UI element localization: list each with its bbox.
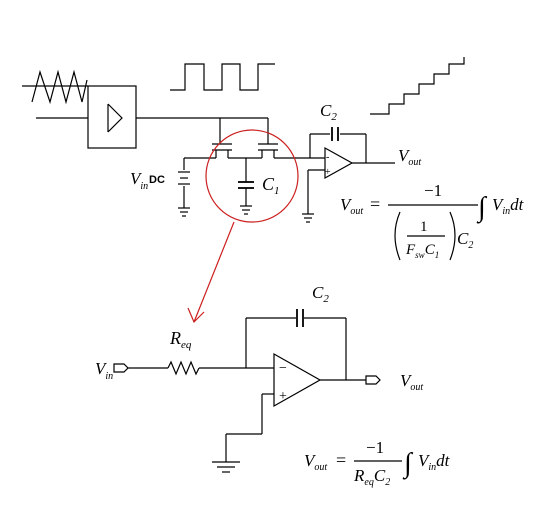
bottom-opamp-minus: − bbox=[279, 361, 287, 376]
bottom-eq-equals: = bbox=[336, 450, 346, 470]
label-vin-bottom: Vin bbox=[95, 359, 113, 382]
bottom-opamp-plus: + bbox=[279, 389, 287, 404]
bottom-eq-numerator: −1 bbox=[366, 438, 384, 457]
bottom-eq-lhs: Vout bbox=[304, 451, 327, 473]
top-eq-integrand: Vindt bbox=[492, 195, 525, 217]
highlight-arrow-line bbox=[193, 221, 235, 323]
top-eq-inner-numerator: 1 bbox=[420, 219, 428, 235]
bottom-eq-integral: ∫ bbox=[402, 448, 414, 480]
top-opamp-minus: - bbox=[326, 152, 329, 163]
label-req: Req bbox=[169, 328, 192, 351]
bottom-eq-denominator: ReqC2 bbox=[353, 466, 390, 488]
switch-network bbox=[184, 143, 325, 159]
top-eq-inner-den: FswC1 bbox=[405, 242, 439, 260]
capacitor-c1-symbol bbox=[238, 158, 254, 215]
resistor-req-symbol bbox=[167, 360, 274, 376]
top-eq-numerator: −1 bbox=[424, 181, 442, 200]
label-vin-dc: Vin bbox=[130, 169, 148, 192]
top-eq-outer-c: C2 bbox=[457, 229, 473, 251]
bottom-opamp bbox=[212, 352, 381, 473]
dc-source bbox=[178, 158, 190, 217]
bottom-eq-integrand: Vindt bbox=[418, 451, 451, 473]
label-dc: DC bbox=[149, 174, 165, 186]
label-c2-top: C2 bbox=[320, 101, 337, 123]
top-opamp bbox=[302, 127, 395, 223]
triangle-waveform bbox=[22, 69, 88, 105]
top-eq-equals: = bbox=[370, 194, 380, 214]
comparator-block bbox=[36, 85, 268, 149]
top-opamp-plus: + bbox=[325, 167, 331, 178]
top-eq-paren-right bbox=[449, 211, 456, 261]
bottom-feedback bbox=[245, 309, 347, 380]
top-eq-paren-left bbox=[394, 211, 401, 261]
top-eq-integral: ∫ bbox=[476, 192, 488, 224]
label-vout-top: Vout bbox=[398, 146, 421, 168]
top-equation: Vout = −1 1 FswC1 C2 ∫ Vindt bbox=[340, 181, 525, 261]
highlight-arrow-head bbox=[187, 307, 205, 324]
label-vout-bottom: Vout bbox=[400, 371, 423, 393]
top-eq-lhs: Vout bbox=[340, 195, 363, 217]
highlight-circle bbox=[205, 129, 299, 223]
bottom-equation: Vout = −1 ReqC2 ∫ Vindt bbox=[304, 438, 451, 488]
label-c1: C1 bbox=[262, 174, 280, 197]
bottom-input-terminal bbox=[113, 363, 168, 373]
square-waveform bbox=[170, 63, 275, 91]
staircase-waveform bbox=[370, 57, 465, 115]
label-c2-bottom: C2 bbox=[312, 283, 329, 305]
